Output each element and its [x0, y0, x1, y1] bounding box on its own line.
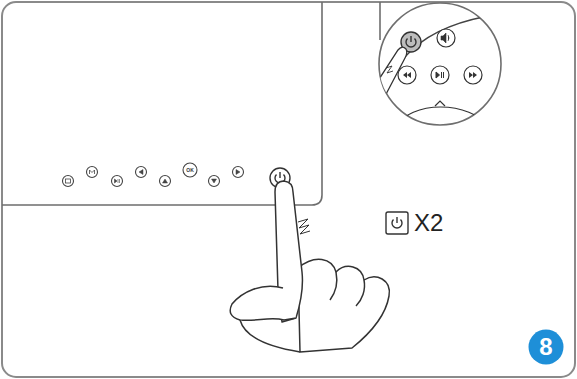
panel-edge — [2, 2, 322, 205]
remote-inset — [372, 12, 520, 150]
button-label: OK — [186, 168, 194, 173]
badge-circle — [529, 330, 564, 365]
power-symbol — [392, 217, 402, 228]
body-edge — [379, 2, 381, 40]
hand — [230, 181, 389, 352]
button-row — [63, 163, 244, 187]
power-icon-box — [386, 212, 408, 234]
step-number-badge: 8 — [528, 329, 564, 365]
press-count: X2 — [414, 211, 443, 235]
step-number: 8 — [539, 335, 552, 359]
